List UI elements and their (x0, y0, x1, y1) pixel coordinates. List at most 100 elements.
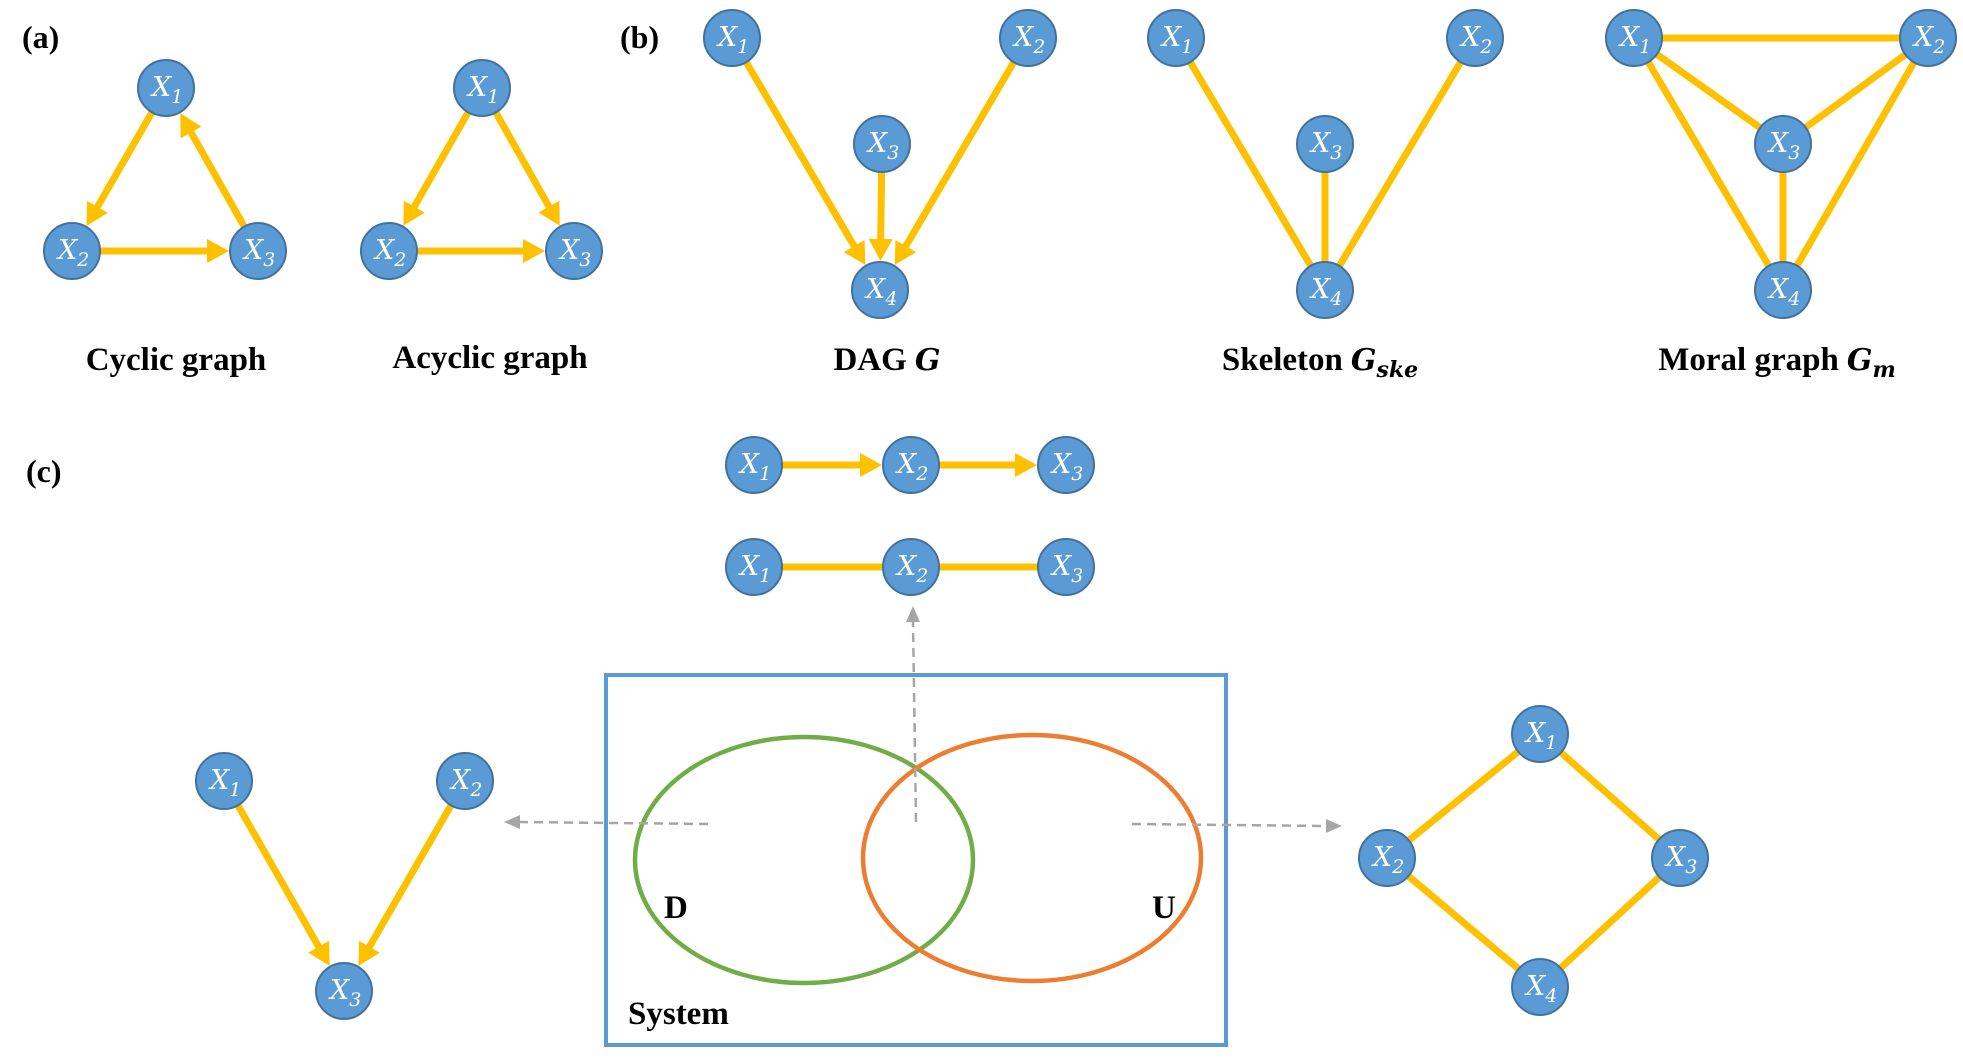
panel-label-a: (a) (22, 19, 59, 55)
caption-acyclic-graph: Acyclic graph (392, 340, 587, 376)
node-circle (1651, 829, 1709, 887)
node-circle (453, 59, 511, 117)
edges-layer (86, 34, 1918, 972)
node-circle (851, 261, 909, 319)
dag-node-x2: X2 (999, 9, 1057, 67)
node-circle (1511, 958, 1569, 1016)
node-circle (1754, 115, 1812, 173)
dashed-arrow-right-head (1326, 819, 1342, 833)
node-label: X2 (56, 235, 89, 271)
node-label: X2 (1912, 22, 1945, 58)
dag-edge-2-4 (901, 60, 1017, 250)
node-circle (195, 752, 253, 810)
v-structure-arrowhead-2-3 (358, 940, 380, 966)
acyclic-edge-1-3 (492, 110, 553, 211)
node-circle (1296, 115, 1354, 173)
cyclic-arrowhead-1-2 (86, 200, 108, 226)
dag-edge-1-4 (743, 60, 859, 250)
acyclic-arrowhead-1-2 (403, 200, 425, 226)
caption-skeleton-text: Skeleton (1222, 342, 1343, 378)
set-d-ellipse (632, 734, 976, 986)
cyclic-edge-1-2 (93, 110, 156, 211)
panel-label-c: (c) (26, 453, 62, 489)
node-circle (1358, 829, 1416, 887)
node-circle (360, 222, 418, 280)
acyclic-node-x2: X2 (360, 222, 418, 280)
set-u-ellipse (860, 732, 1204, 984)
chain-directed-arrowhead-2-3 (1015, 453, 1037, 477)
v-structure-edge-1-3 (234, 803, 323, 951)
node-label: X1 (716, 22, 749, 58)
diamond-edge-3-4 (1558, 874, 1662, 971)
node-circle (853, 115, 911, 173)
dashed-arrow-right-line (1131, 822, 1327, 828)
moral-edge-1-4 (1645, 60, 1772, 268)
v-structure-node-x2: X2 (436, 752, 494, 810)
node-label: X4 (1524, 971, 1557, 1007)
node-circle (436, 752, 494, 810)
diamond-node-x3: X3 (1651, 829, 1709, 887)
v-structure-node-x3: X3 (315, 962, 373, 1020)
node-label: X1 (1160, 22, 1193, 58)
node-circle (43, 222, 101, 280)
dashed-arrow-left-line (519, 820, 709, 826)
node-circle (703, 9, 761, 67)
dag-node-x1: X1 (703, 9, 761, 67)
node-circle (1037, 538, 1095, 596)
node-circle (229, 222, 287, 280)
dashed-arrow-up-line (911, 621, 918, 823)
node-circle (999, 9, 1057, 67)
node-label: X1 (466, 72, 499, 108)
chain-undirected-node-x2: X2 (882, 538, 940, 596)
node-label: X3 (1767, 128, 1800, 164)
skeleton-node-x2: X2 (1446, 9, 1504, 67)
dashed-arrow-left-head (504, 815, 520, 829)
dag-edge-3-4 (877, 171, 886, 242)
caption-dag-text: DAG (834, 342, 907, 378)
moral-node-x4: X4 (1754, 261, 1812, 319)
acyclic-edge-1-2 (410, 110, 472, 211)
diamond-node-x1: X1 (1511, 705, 1569, 763)
v-structure-node-x1: X1 (195, 752, 253, 810)
moral-node-x1: X1 (1605, 9, 1663, 67)
set-d-label: D (664, 890, 688, 926)
node-label: X4 (864, 274, 897, 310)
diamond-node-x2: X2 (1358, 829, 1416, 887)
caption-moral-symbol: G (1847, 343, 1873, 378)
chain-directed-arrowhead-1-2 (860, 453, 882, 477)
moral-node-x3: X3 (1754, 115, 1812, 173)
chain-directed-node-x1: X1 (725, 436, 783, 494)
node-circle (1899, 9, 1957, 67)
moral-node-x2: X2 (1899, 9, 1957, 67)
diamond-node-x4: X4 (1511, 958, 1569, 1016)
acyclic-arrowhead-1-3 (538, 200, 560, 226)
chain-directed-node-x3: X3 (1037, 436, 1095, 494)
node-label: X4 (1767, 274, 1800, 310)
node-label: X1 (1618, 22, 1651, 58)
cyclic-node-x1: X1 (137, 59, 195, 117)
cyclic-edge-3-1 (187, 128, 248, 229)
moral-edge-2-3 (1803, 51, 1908, 131)
node-label: X4 (1309, 274, 1342, 310)
cyclic-arrowhead-3-1 (180, 113, 202, 139)
dag-arrowhead-1-4 (843, 239, 866, 265)
node-label: X2 (895, 449, 928, 485)
node-label: X3 (328, 975, 361, 1011)
dag-arrowhead-3-4 (868, 238, 893, 262)
cyclic-arrowhead-2-3 (207, 239, 229, 263)
caption-moral-text: Moral graph (1658, 342, 1839, 378)
skeleton-edge-2-4 (1336, 60, 1464, 268)
cyclic-node-x2: X2 (43, 222, 101, 280)
node-label: X1 (1524, 718, 1557, 754)
node-circle (137, 59, 195, 117)
system-label: System (628, 996, 729, 1032)
node-label: X3 (1050, 449, 1083, 485)
diamond-edge-2-4 (1406, 873, 1521, 972)
caption-cyclic-graph: Cyclic graph (86, 342, 267, 378)
node-circle (725, 436, 783, 494)
